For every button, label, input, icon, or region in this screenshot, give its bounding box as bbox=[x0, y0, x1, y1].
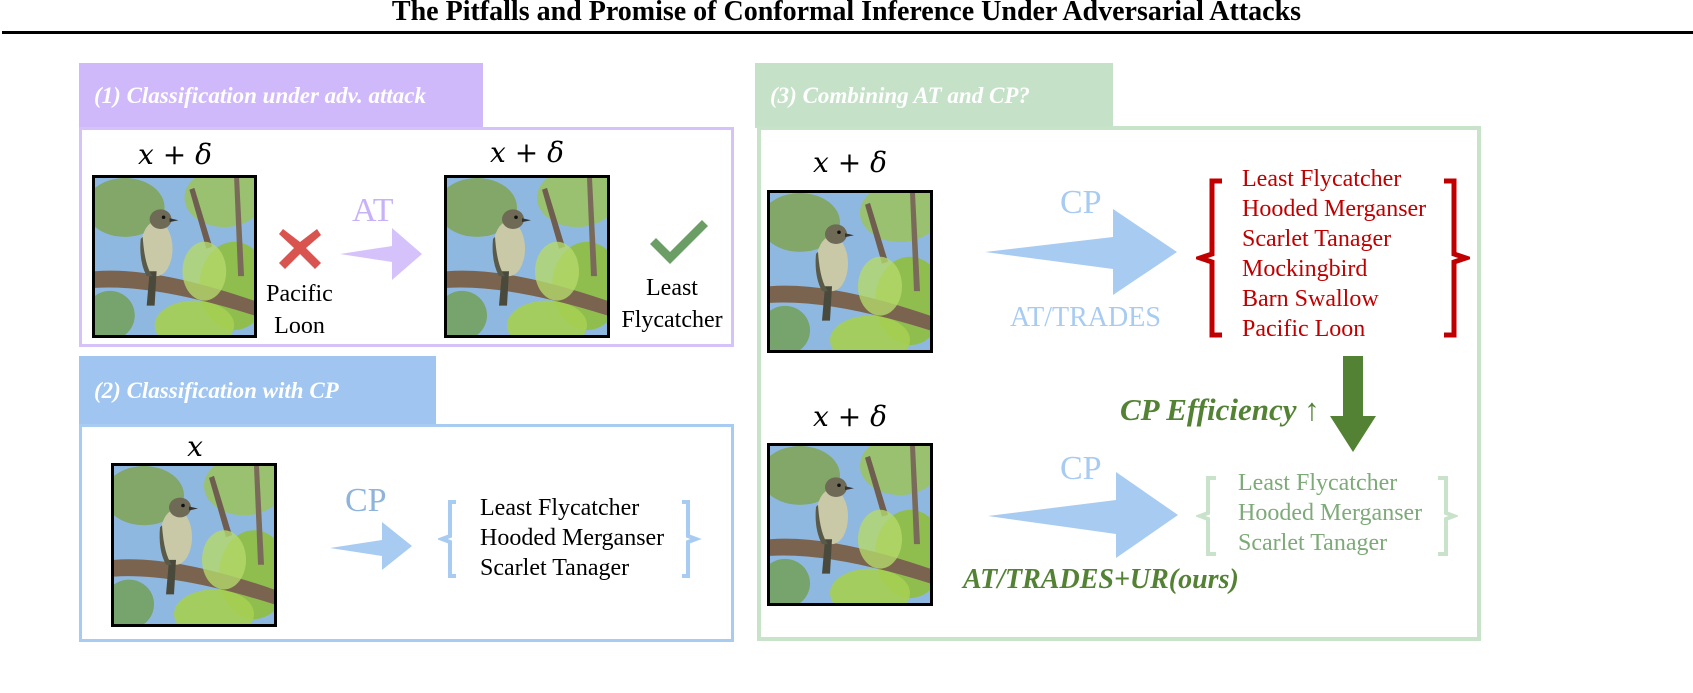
panel3-top-cp-label: CP bbox=[1060, 184, 1102, 221]
panel3-header: (3) Combining AT and CP? bbox=[755, 63, 1113, 128]
set-item: Hooded Merganser bbox=[480, 525, 665, 551]
panel1-right-bird-image bbox=[444, 175, 610, 338]
panel3-top-prediction-set: Least Flycatcher Hooded Merganser Scarle… bbox=[1242, 164, 1426, 344]
cross-icon bbox=[277, 225, 323, 271]
panel3-bottom-set-open-brace bbox=[1194, 476, 1220, 556]
title-rule bbox=[2, 31, 1693, 34]
set-item: Hooded Merganser bbox=[1238, 500, 1423, 526]
panel3-bottom-set-close-brace bbox=[1434, 476, 1460, 556]
efficiency-label: CP Efficiency ↑ bbox=[1120, 392, 1320, 427]
figure-title: The Pitfalls and Promise of Conformal In… bbox=[391, 0, 1302, 27]
panel1-at-label: AT bbox=[352, 192, 394, 229]
panel3-bottom-input-label: x + δ bbox=[813, 400, 887, 433]
set-item: Barn Swallow bbox=[1242, 286, 1379, 312]
panel1-header: (1) Classification under adv. attack bbox=[79, 63, 483, 128]
panel3-bottom-bird-image bbox=[767, 443, 933, 606]
panel1-header-text: (1) Classification under adv. attack bbox=[94, 82, 427, 108]
panel3-bottom-arrow-icon bbox=[988, 472, 1178, 558]
set-item: Pacific Loon bbox=[1242, 316, 1366, 342]
set-item: Mockingbird bbox=[1242, 256, 1368, 282]
set-item: Scarlet Tanager bbox=[1242, 226, 1392, 252]
panel3-bottom-prediction-set: Least Flycatcher Hooded Merganser Scarle… bbox=[1238, 468, 1422, 558]
check-icon bbox=[648, 218, 710, 266]
set-item: Least Flycatcher bbox=[1238, 470, 1398, 496]
panel1-right-prediction: Least Flycatcher bbox=[621, 275, 723, 333]
panel1-right-input-label: x + δ bbox=[490, 136, 564, 169]
panel3-top-input-label: x + δ bbox=[813, 146, 887, 179]
set-item: Least Flycatcher bbox=[480, 495, 640, 521]
panel3-top-bird-image bbox=[767, 190, 933, 353]
panel2-bird-image bbox=[111, 463, 277, 627]
panel3-top-set-close-brace bbox=[1440, 178, 1474, 338]
panel3-bottom-method-label: AT/TRADES+UR(ours) bbox=[963, 564, 1239, 595]
panel3-top-arrow-icon bbox=[985, 209, 1177, 295]
panel2-arrow-icon bbox=[330, 522, 412, 570]
panel2-prediction-set: Least Flycatcher Hooded Merganser Scarle… bbox=[480, 493, 664, 583]
panel3-top-method-label: AT/TRADES bbox=[1010, 302, 1161, 333]
down-arrow-icon bbox=[1330, 356, 1376, 452]
panel2-header: (2) Classification with CP bbox=[79, 356, 436, 426]
panel3-header-text: (3) Combining AT and CP? bbox=[770, 82, 1030, 108]
panel2-set-close-brace bbox=[680, 500, 702, 578]
panel2-header-text: (2) Classification with CP bbox=[94, 378, 339, 403]
set-item: Hooded Merganser bbox=[1242, 196, 1427, 222]
panel1-arrow-icon bbox=[340, 228, 422, 280]
set-item: Least Flycatcher bbox=[1242, 166, 1402, 192]
set-item: Scarlet Tanager bbox=[1238, 530, 1388, 556]
panel2-set-open-brace bbox=[436, 500, 460, 578]
panel3-bottom-cp-label: CP bbox=[1060, 450, 1102, 487]
panel2-cp-label: CP bbox=[345, 482, 387, 519]
panel1-left-input-label: x + δ bbox=[138, 138, 212, 171]
panel1-left-bird-image bbox=[92, 175, 257, 338]
up-arrow-icon: ↑ bbox=[1304, 392, 1320, 427]
panel2-input-label: x bbox=[187, 430, 203, 463]
set-item: Scarlet Tanager bbox=[480, 555, 630, 581]
panel1-left-prediction: Pacific Loon bbox=[266, 281, 333, 339]
panel3-top-set-open-brace bbox=[1192, 178, 1226, 338]
